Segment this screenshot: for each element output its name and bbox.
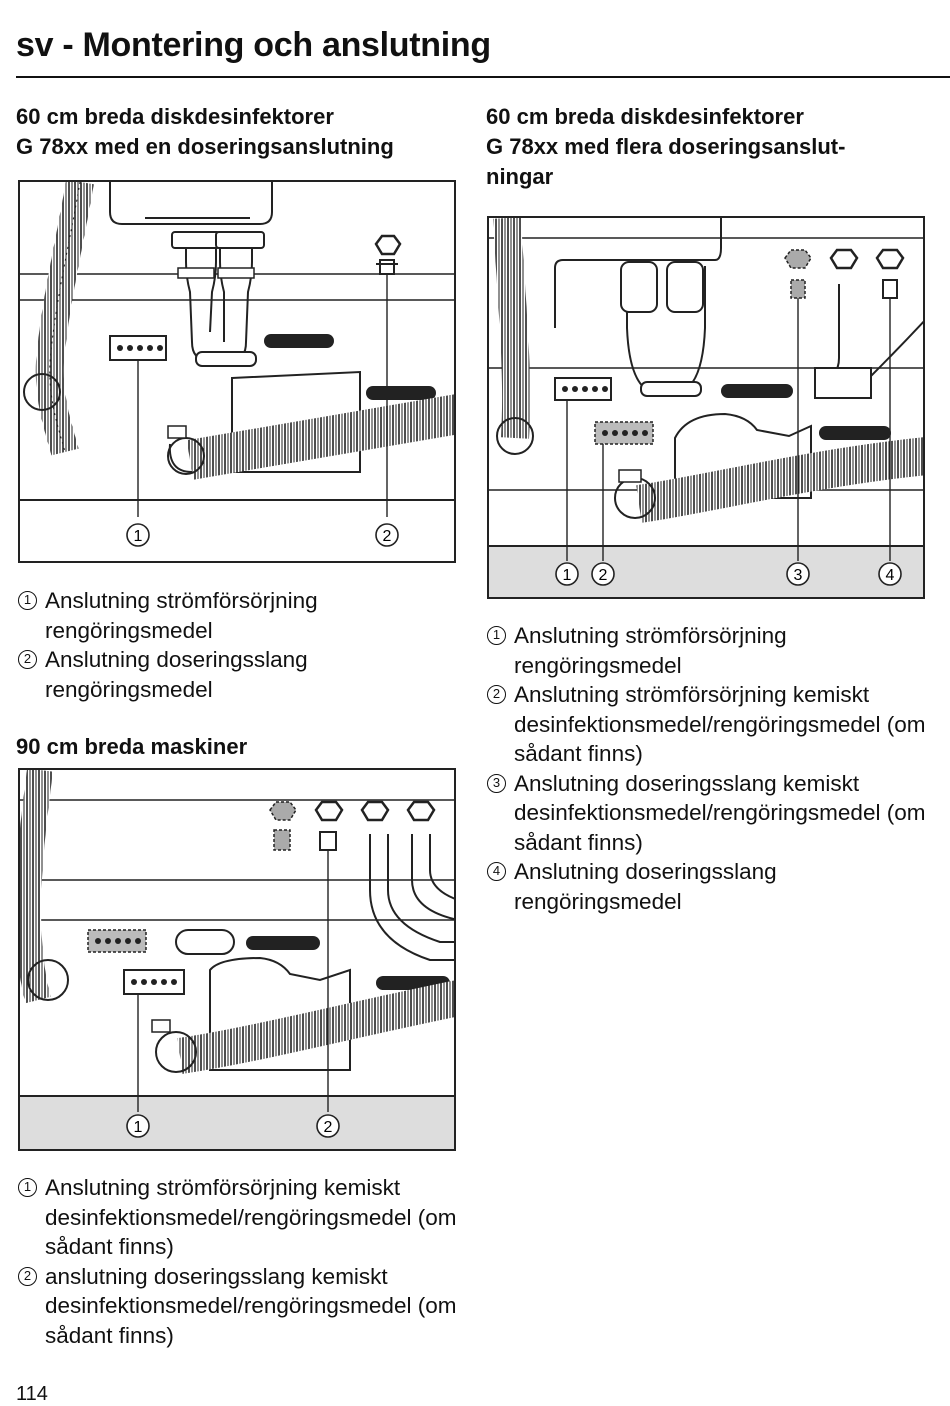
legend-single: 1 Anslutning strömförsörjning rengörings… [18,586,438,704]
legend-text: Anslutning doseringsslang rengöringsmede… [514,859,777,914]
callout-number: 1 [563,567,572,584]
legend-text: Anslutning strömförsörjning rengöringsme… [45,588,318,643]
callout-number: 4 [886,567,895,584]
section-heading-wide: 90 cm breda maskiner [16,734,248,759]
legend-number: 2 [18,650,37,670]
legend-item: 2 Anslutning strömförsörjning kemiskt de… [487,680,932,769]
callout-2: 2 [375,523,399,547]
heading-line: 60 cm breda diskdesinfektorer [486,104,804,129]
page-title: sv - Montering och anslutning [16,26,491,64]
legend-text: Anslutning strömförsörjning kemiskt desi… [514,682,926,766]
machine-illustration: 1 2 3 4 [489,218,923,597]
legend-number: 1 [18,591,37,611]
legend-number: 1 [487,626,506,646]
legend-text: Anslutning doseringsslang kemiskt desinf… [514,770,926,855]
section-heading-multi: 60 cm breda diskdesinfektorer G 78xx med… [486,102,845,192]
callout-2: 2 [591,562,615,586]
callout-number: 1 [134,528,143,545]
machine-illustration: 1 2 [20,770,454,1149]
legend-item: 1 Anslutning strömförsörjning rengörings… [487,621,932,680]
callout-2: 2 [316,1114,340,1138]
legend-wide: 1 Anslutning strömförsörjning kemiskt de… [18,1173,458,1350]
legend-multi: 1 Anslutning strömförsörjning rengörings… [487,621,932,916]
callout-number: 2 [599,567,608,584]
diagram-wide-machines: 1 2 [18,768,456,1151]
legend-item: 1 Anslutning strömförsörjning rengörings… [18,586,438,645]
legend-number: 2 [18,1266,37,1286]
legend-number: 3 [487,773,506,793]
legend-item: 2 Anslutning doseringsslang rengöringsme… [18,645,438,704]
callout-number: 1 [134,1119,143,1136]
callout-3: 3 [786,562,810,586]
callout-1: 1 [126,523,150,547]
legend-number: 2 [487,685,506,705]
callout-number: 2 [383,528,392,545]
machine-illustration: 1 2 [20,182,454,547]
callout-number: 2 [324,1119,333,1136]
callout-4: 4 [878,562,902,586]
legend-number: 4 [487,862,506,882]
diagram-single-dosing: 1 2 [18,180,456,563]
section-heading-single: 60 cm breda diskdesinfektorer G 78xx med… [16,102,394,162]
legend-text: anslutning doseringsslang kemiskt desinf… [45,1263,457,1348]
legend-item: 1 Anslutning strömförsörjning kemiskt de… [18,1173,458,1262]
page-number: 114 [16,1383,48,1405]
heading-line: ningar [486,164,554,189]
heading-line: G 78xx med flera doseringsanslut- [486,134,846,159]
title-divider [16,76,950,78]
heading-line: 60 cm breda diskdesinfektorer [16,104,334,129]
legend-item: 2 anslutning doseringsslang kemiskt desi… [18,1262,458,1351]
diagram-multi-dosing: 1 2 3 4 [487,216,925,599]
heading-line: G 78xx med en doseringsanslutning [16,134,394,159]
legend-text: Anslutning strömförsörjning rengöringsme… [514,623,787,678]
legend-item: 4 Anslutning doseringsslang rengöringsme… [487,857,932,916]
callout-number: 3 [794,567,803,584]
legend-item: 3 Anslutning doseringsslang kemiskt desi… [487,769,932,858]
callout-1: 1 [555,562,579,586]
legend-text: Anslutning strömförsörjning kemiskt desi… [45,1175,457,1259]
callout-1: 1 [126,1114,150,1138]
legend-text: Anslutning doseringsslang rengöringsmede… [45,647,308,702]
legend-number: 1 [18,1178,37,1198]
